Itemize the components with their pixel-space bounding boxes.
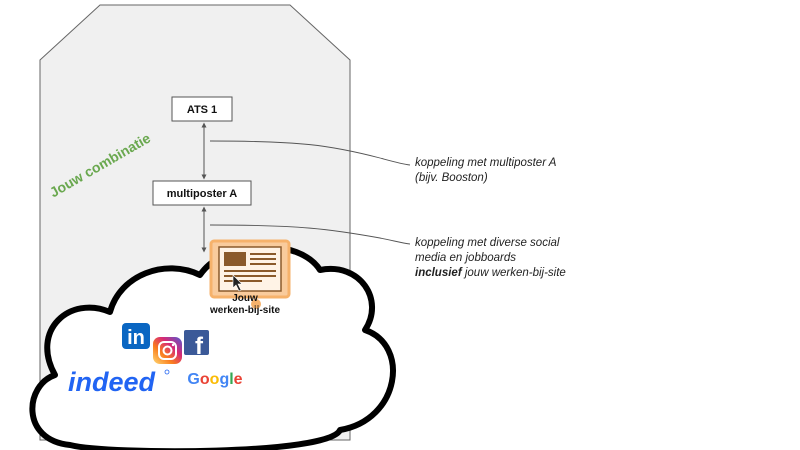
multiposter-link-annotation: koppeling met multiposter A (bijv. Boost…: [415, 157, 557, 184]
google-logo-text: Google: [187, 371, 242, 388]
website-icon: [209, 239, 291, 299]
indeed-logo: indeed: [68, 367, 170, 397]
channels-link-line3: inclusief jouw werken-bij-site: [415, 267, 566, 279]
site-label-line1: Jouw: [232, 293, 258, 304]
linkedin-logo-text: in: [127, 327, 145, 349]
google-logo: Google: [182, 362, 249, 393]
channels-link-line1: koppeling met diverse social: [415, 237, 560, 249]
instagram-icon: [153, 337, 182, 364]
google-logo-letter: e: [234, 371, 243, 388]
cursor-icon: [232, 274, 261, 309]
multiposter-link-line1: koppeling met multiposter A: [415, 157, 557, 169]
channels-link-line2: media en jobboards: [415, 252, 516, 264]
ats-node: ATS 1: [171, 96, 233, 122]
google-logo-letter: G: [187, 371, 199, 388]
multiposter-node-label: multiposter A: [167, 188, 238, 200]
google-logo-letter: l: [229, 371, 233, 388]
ats-node-label: ATS 1: [187, 104, 217, 116]
channels-link-annotation: koppeling met diverse social media en jo…: [415, 237, 566, 279]
channels-cloud: [29, 243, 396, 450]
multiposter-link-line2: (bijv. Booston): [415, 172, 488, 184]
linkedin-icon: in: [122, 323, 150, 349]
site-label-line2: werken-bij-site: [209, 305, 280, 316]
indeed-logo-text: indeed: [68, 367, 156, 397]
google-logo-letter: g: [219, 371, 229, 388]
channels-link-connector: [209, 224, 411, 245]
google-logo-letter: o: [210, 371, 220, 388]
multiposter-node: multiposter A: [152, 180, 252, 206]
facebook-logo-text: f: [195, 333, 204, 360]
channels-link-bold: inclusief: [415, 267, 463, 279]
google-logo-letter: o: [200, 371, 210, 388]
facebook-icon: f: [184, 330, 209, 360]
multiposter-link-connector: [209, 140, 411, 166]
channels-link-rest: jouw werken-bij-site: [462, 267, 566, 279]
